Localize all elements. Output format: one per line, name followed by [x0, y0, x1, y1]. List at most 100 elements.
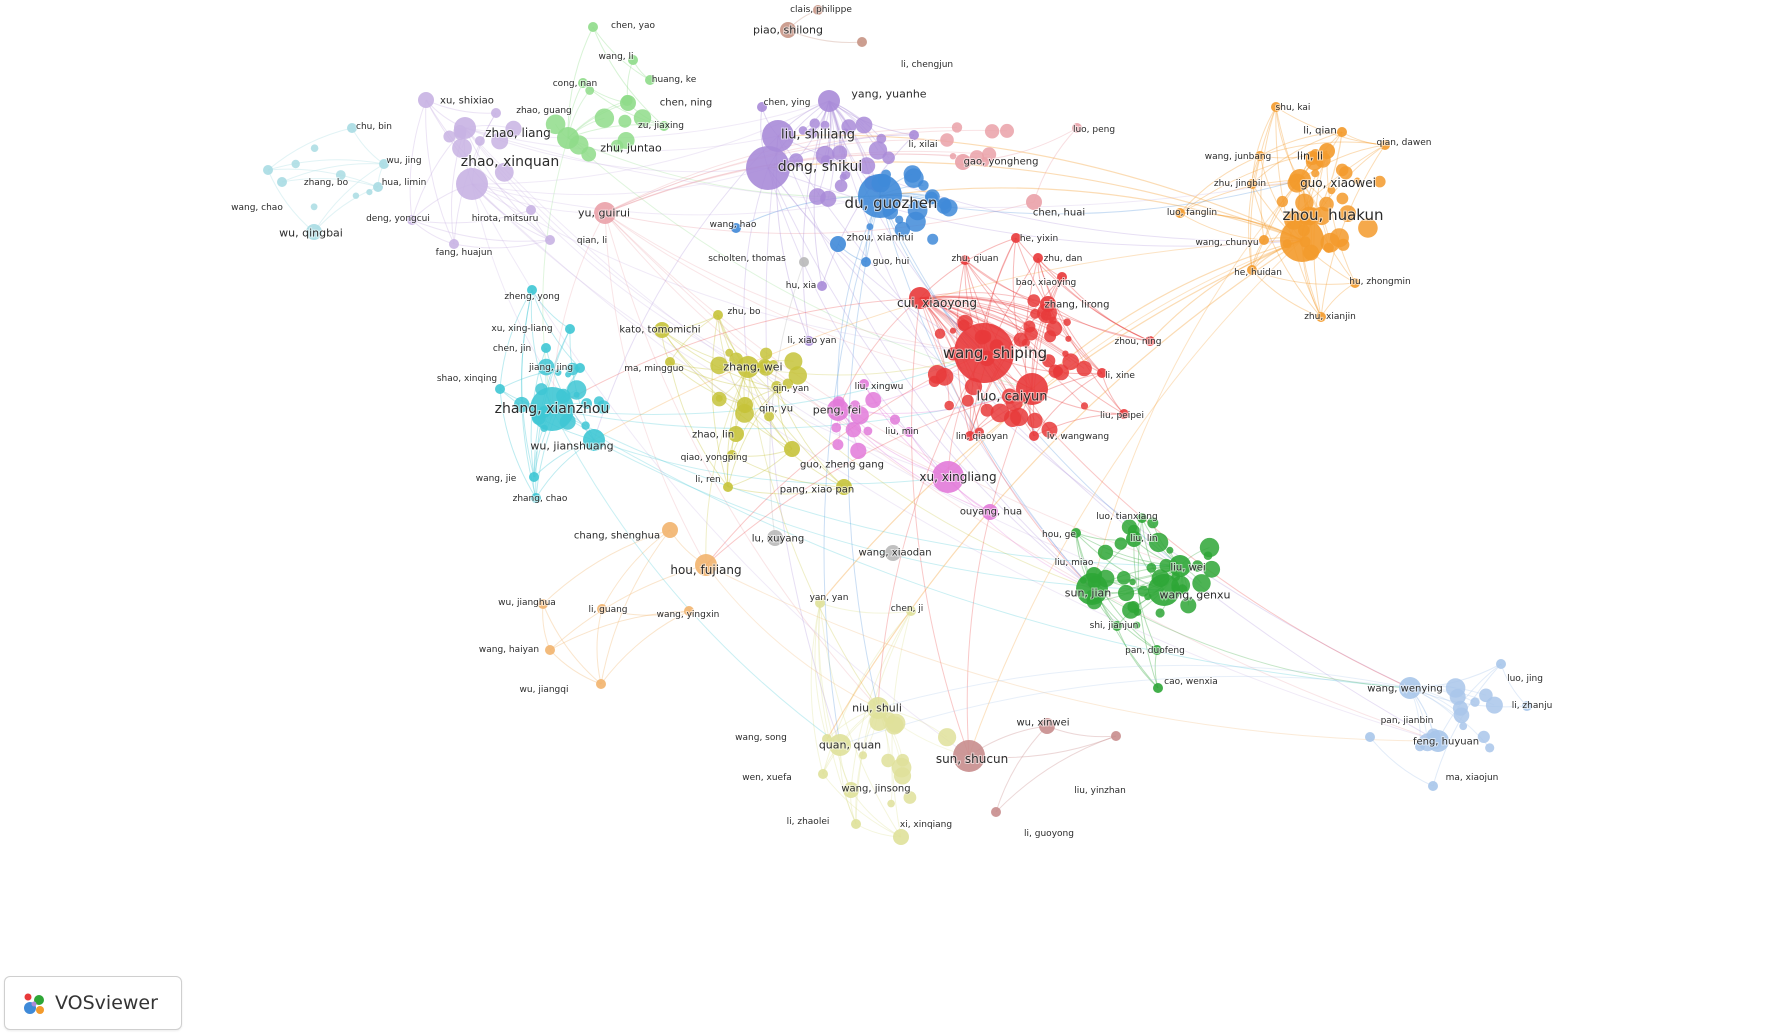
author-label[interactable]: qiao, yongping	[680, 452, 749, 464]
author-label[interactable]: chen, ying	[763, 97, 812, 109]
author-label[interactable]: quan, quan	[818, 738, 882, 753]
author-label[interactable]: li, guoyong	[1023, 828, 1075, 840]
author-label[interactable]: zhu, juntao	[599, 141, 663, 156]
network-node[interactable]	[725, 348, 734, 357]
author-label[interactable]: chen, ning	[659, 97, 714, 110]
network-node[interactable]	[1169, 555, 1191, 577]
network-node[interactable]	[954, 323, 1014, 383]
author-label[interactable]: zhang, bo	[303, 177, 350, 189]
network-node[interactable]	[1259, 235, 1269, 245]
network-node[interactable]	[746, 146, 790, 190]
network-node[interactable]	[834, 179, 848, 193]
network-node[interactable]	[628, 55, 638, 65]
network-node[interactable]	[896, 753, 909, 767]
network-node[interactable]	[861, 257, 871, 267]
network-node[interactable]	[1148, 532, 1169, 553]
author-label[interactable]: feng, huyuan	[1412, 736, 1480, 749]
network-node[interactable]	[865, 392, 882, 408]
network-node[interactable]	[957, 314, 973, 331]
author-label[interactable]: zhang, wei	[722, 360, 783, 375]
network-node[interactable]	[858, 174, 902, 218]
network-node[interactable]	[1316, 312, 1326, 322]
network-node[interactable]	[1339, 166, 1353, 180]
network-node[interactable]	[1137, 513, 1147, 523]
network-node[interactable]	[839, 173, 847, 181]
network-node[interactable]	[938, 728, 957, 747]
author-label[interactable]: pan, jianbin	[1380, 715, 1435, 727]
network-node[interactable]	[1072, 123, 1082, 133]
network-node[interactable]	[1276, 195, 1288, 208]
author-label[interactable]: hu, zhongmin	[1348, 276, 1411, 288]
author-label[interactable]: zhang, xianzhou	[494, 400, 611, 418]
author-label[interactable]: liu, lin	[1129, 533, 1158, 545]
network-node[interactable]	[617, 132, 635, 149]
author-label[interactable]: liu, wei	[1169, 562, 1206, 575]
author-label[interactable]: li, xiao yan	[787, 335, 838, 347]
network-node[interactable]	[974, 427, 985, 437]
author-label[interactable]: zhu, xianjin	[1303, 311, 1357, 323]
author-label[interactable]: hou, ge	[1041, 529, 1077, 541]
network-node[interactable]	[537, 358, 555, 376]
network-node[interactable]	[1129, 578, 1136, 586]
network-node[interactable]	[827, 399, 849, 421]
network-node[interactable]	[1180, 597, 1197, 614]
network-node[interactable]	[949, 153, 957, 160]
network-node[interactable]	[1063, 318, 1071, 327]
author-label[interactable]: zu, jiaxing	[637, 120, 685, 132]
author-label[interactable]: xu, shixiao	[439, 95, 495, 108]
network-node[interactable]	[588, 22, 598, 32]
network-node[interactable]	[850, 400, 861, 411]
author-label[interactable]: zhou, huakun	[1281, 205, 1384, 225]
network-node[interactable]	[1449, 688, 1466, 705]
author-label[interactable]: zhu, bo	[726, 306, 762, 318]
network-node[interactable]	[1148, 574, 1180, 606]
author-label[interactable]: liu, peipei	[1099, 410, 1145, 422]
network-node[interactable]	[850, 442, 867, 459]
network-node[interactable]	[850, 406, 869, 425]
author-label[interactable]: wang, chao	[230, 202, 284, 214]
author-label[interactable]: wu, qingbai	[278, 226, 344, 241]
network-node[interactable]	[885, 545, 901, 561]
network-node[interactable]	[310, 203, 318, 211]
network-node[interactable]	[585, 86, 595, 95]
network-node[interactable]	[573, 391, 580, 398]
network-node[interactable]	[1000, 123, 1014, 138]
network-node[interactable]	[712, 391, 727, 407]
network-node[interactable]	[1399, 677, 1421, 699]
network-node[interactable]	[713, 310, 723, 320]
network-node[interactable]	[863, 426, 873, 436]
author-label[interactable]: luo, fanglin	[1166, 207, 1218, 219]
network-node[interactable]	[1126, 531, 1142, 547]
author-label[interactable]: wang, xiaodan	[857, 547, 932, 560]
network-node[interactable]	[815, 598, 825, 608]
network-node[interactable]	[578, 78, 588, 88]
author-label[interactable]: qian, li	[576, 235, 608, 247]
author-label[interactable]: zhao, xinquan	[460, 153, 561, 171]
author-label[interactable]: li, xilai	[907, 139, 938, 151]
network-node[interactable]	[695, 554, 717, 576]
author-label[interactable]: zhu, jingbin	[1213, 178, 1267, 190]
author-label[interactable]: ouyang, hua	[959, 506, 1023, 519]
network-node[interactable]	[767, 530, 783, 546]
network-node[interactable]	[659, 121, 669, 131]
author-label[interactable]: luo, tianxiang	[1095, 511, 1158, 523]
network-node[interactable]	[1271, 102, 1281, 112]
network-node[interactable]	[1021, 338, 1030, 347]
network-node[interactable]	[905, 211, 926, 232]
network-node[interactable]	[1040, 296, 1056, 312]
network-node[interactable]	[820, 155, 832, 166]
author-label[interactable]: wang, yingxin	[656, 609, 721, 621]
author-label[interactable]: lv, wangwang	[1046, 431, 1110, 443]
network-node[interactable]	[597, 604, 607, 614]
author-label[interactable]: wang, song	[734, 732, 788, 744]
network-node[interactable]	[310, 144, 319, 152]
network-node[interactable]	[904, 427, 914, 437]
network-node[interactable]	[836, 479, 852, 495]
network-node[interactable]	[845, 422, 862, 438]
author-label[interactable]: wang, wenying	[1366, 683, 1443, 696]
network-node[interactable]	[526, 205, 536, 215]
network-node[interactable]	[782, 378, 794, 389]
author-label[interactable]: wu, xinwei	[1015, 717, 1070, 730]
network-node[interactable]	[889, 414, 901, 425]
network-node[interactable]	[953, 740, 985, 772]
